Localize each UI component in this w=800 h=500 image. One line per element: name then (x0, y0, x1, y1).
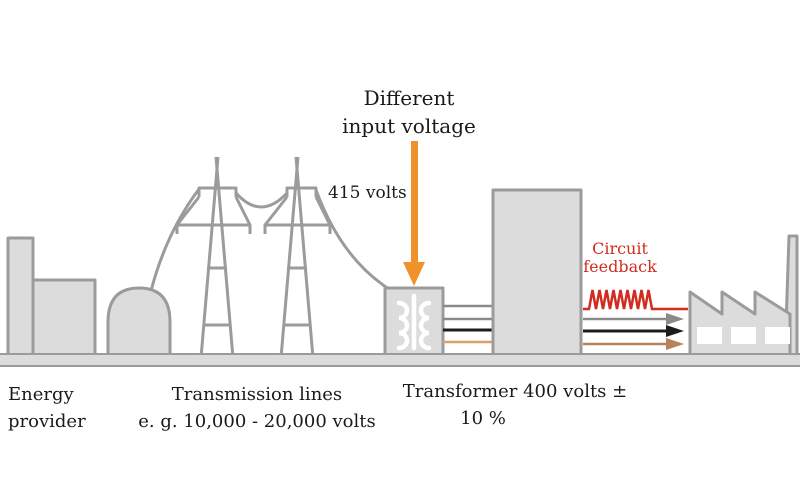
arrow-brown-head (666, 338, 684, 350)
factory-building (688, 290, 792, 358)
energy-provider-label: Energy provider (8, 384, 86, 432)
plant-chimney (6, 236, 35, 360)
factory-window (731, 327, 756, 344)
arrow-gray-head (666, 313, 684, 325)
transformer-label: Transformer 400 volts ± (402, 381, 628, 402)
factory-window (765, 327, 790, 344)
feedback-wave-icon (583, 289, 688, 311)
volts-415-label: 415 volts (328, 183, 407, 203)
transformer-label-line2: 10 % (460, 408, 506, 429)
transmission-tower-icon (263, 156, 332, 359)
power-cable-icon (149, 188, 201, 292)
power-cable-icon (314, 189, 390, 291)
input-voltage-label: Different input voltage (342, 86, 476, 138)
power-cable-icon (234, 191, 289, 209)
plant-building (31, 278, 97, 360)
flow-arrow-icon (583, 313, 684, 350)
factory-icon (688, 234, 799, 358)
factory-window (697, 327, 722, 344)
wire-bundle (443, 304, 493, 344)
arrow-black-head (666, 325, 684, 337)
transmission-tower-icon (175, 156, 252, 359)
down-arrow-icon (403, 141, 425, 286)
power-plant-icon (6, 236, 172, 360)
transformer-left-coil (396, 300, 410, 351)
transmission-lines-label: Transmission lines e. g. 10,000 - 20,000… (138, 384, 376, 432)
transformer-coil-icon (383, 286, 445, 360)
circuit-feedback-label: Circuit feedback (583, 239, 657, 276)
transformer-right-coil (418, 300, 432, 351)
reactor-dome (106, 286, 172, 360)
ground-line (0, 353, 800, 367)
